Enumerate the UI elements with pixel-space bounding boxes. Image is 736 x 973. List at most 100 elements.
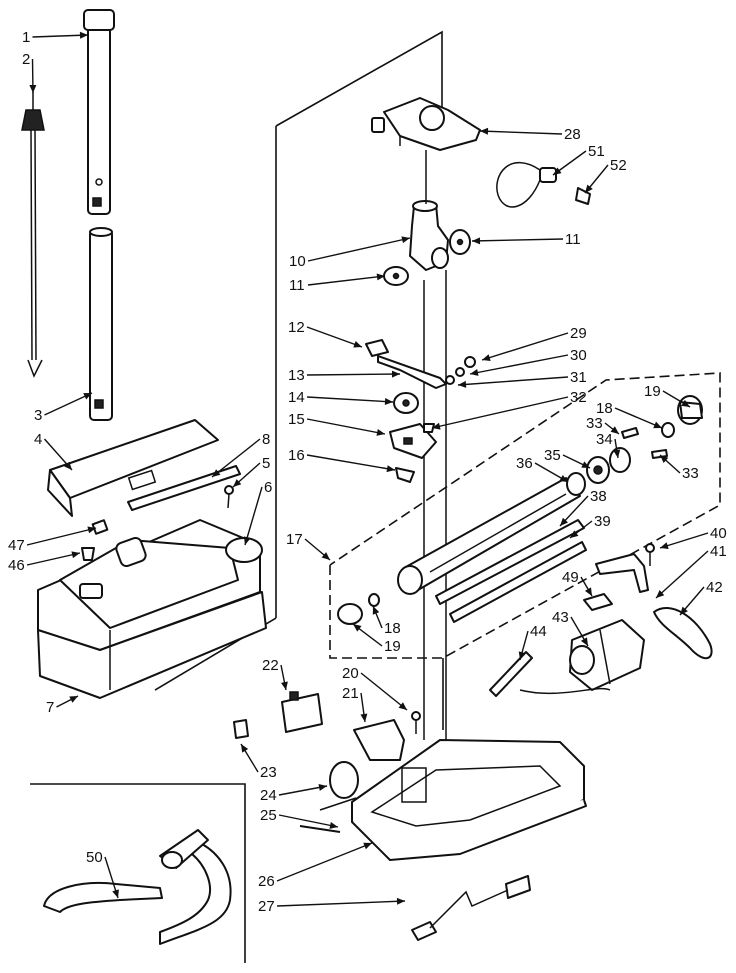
callout-label-18: 18 (596, 400, 613, 417)
leader-line-15 (306, 418, 386, 435)
leader-arrowhead-21 (360, 713, 368, 722)
leader-line-16 (306, 454, 396, 471)
brushroll-end-cap-left (337, 593, 380, 625)
callout-label-7: 7 (46, 699, 54, 716)
callout-label-36: 36 (516, 455, 533, 472)
leader-arrowhead-26 (363, 842, 372, 850)
hood-screw (224, 485, 234, 509)
yoke-wheel-left (383, 266, 409, 286)
leader-arrowhead-23 (241, 744, 249, 753)
callout-label-27: 27 (258, 898, 275, 915)
callout-label-20: 20 (342, 665, 359, 682)
cam-gear (393, 392, 419, 414)
leader-arrowhead-4 (64, 461, 72, 470)
leader-line-41 (655, 550, 709, 599)
brushroll-assembly-frame (329, 372, 721, 659)
leader-line-6 (244, 486, 263, 546)
callout-label-23: 23 (260, 764, 277, 781)
cord-plug (233, 719, 249, 739)
leader-line-10 (307, 237, 411, 262)
callout-label-14: 14 (288, 389, 305, 406)
callout-label-42: 42 (706, 579, 723, 596)
callout-label-13: 13 (288, 367, 305, 384)
leader-arrowhead-3 (83, 393, 92, 400)
hood-body (37, 519, 267, 699)
leader-arrowhead-20 (398, 702, 407, 710)
callout-label-26: 26 (258, 873, 275, 890)
leader-arrowhead-39 (570, 530, 579, 538)
callout-label-39: 39 (594, 513, 611, 530)
callout-labels: 1234567810111112131415161718181919202122… (8, 29, 727, 915)
leader-arrowhead-30 (470, 369, 479, 376)
leader-arrowhead-2 (29, 84, 37, 93)
callout-label-24: 24 (260, 787, 277, 804)
callout-label-31: 31 (570, 369, 587, 386)
callout-label-28: 28 (564, 126, 581, 143)
bearing-assembly (566, 447, 631, 496)
drive-belt (653, 607, 713, 659)
rear-roller (319, 761, 359, 811)
leader-arrowhead-41 (656, 590, 665, 598)
leader-line-24 (278, 785, 328, 796)
leader-line-20 (360, 672, 408, 711)
callout-label-33: 33 (586, 415, 603, 432)
leader-arrowhead-19 (681, 399, 690, 407)
motor-bracket (595, 553, 649, 593)
leader-arrowhead-6 (243, 536, 251, 545)
leader-line-30 (469, 354, 569, 375)
leader-arrowhead-25 (329, 821, 338, 829)
leader-line-27 (276, 900, 406, 907)
leader-line-11 (307, 275, 386, 286)
switch-knob (365, 339, 389, 357)
leader-arrowhead-43 (580, 637, 588, 646)
brush-strip-lower (449, 541, 587, 623)
callout-label-5: 5 (262, 455, 270, 472)
leader-arrowhead-31 (458, 380, 467, 388)
upper-wand-tube (83, 9, 115, 215)
callout-label-33: 33 (682, 465, 699, 482)
leader-arrowhead-33 (610, 426, 619, 434)
leader-arrowhead-13 (391, 370, 400, 378)
callout-label-2: 2 (22, 51, 30, 68)
leader-line-31 (457, 376, 569, 386)
hose-inset-frame (30, 783, 246, 963)
handle-bracket (371, 97, 481, 151)
leader-arrowhead-44 (518, 651, 526, 660)
leader-arrowhead-5 (233, 479, 242, 487)
leader-line-32 (431, 396, 569, 429)
callout-label-17: 17 (286, 531, 303, 548)
leader-arrowhead-52 (585, 184, 593, 193)
hose (43, 829, 232, 945)
leader-arrowhead-19 (353, 624, 362, 632)
callout-label-30: 30 (570, 347, 587, 364)
leader-arrowhead-16 (386, 465, 395, 473)
callout-label-16: 16 (288, 447, 305, 464)
leader-line-25 (278, 814, 339, 828)
leader-arrowhead-11 (376, 273, 385, 281)
leader-line-12 (306, 326, 363, 348)
callout-label-34: 34 (596, 431, 613, 448)
bearing-right (661, 422, 675, 438)
leader-arrowhead-10 (401, 236, 410, 244)
yoke-housing (409, 150, 449, 271)
callout-label-41: 41 (710, 543, 727, 560)
callout-label-8: 8 (262, 431, 270, 448)
leader-arrowhead-1 (79, 31, 88, 39)
leader-arrowhead-46 (71, 551, 80, 559)
switch-pin (411, 711, 421, 734)
yoke-wheel-right (449, 229, 471, 255)
leader-arrowhead-22 (280, 681, 288, 690)
callout-label-35: 35 (544, 447, 561, 464)
switch-plate (395, 467, 415, 483)
leader-arrowhead-28 (480, 127, 489, 135)
leader-arrowhead-29 (482, 354, 491, 361)
leader-arrowhead-14 (384, 398, 393, 406)
leader-line-8 (211, 438, 261, 478)
leader-arrowhead-50 (112, 889, 119, 898)
leader-line-1 (32, 34, 89, 38)
leader-line-40 (659, 532, 709, 549)
callout-label-50: 50 (86, 849, 103, 866)
end-screws (621, 427, 668, 459)
leader-arrowhead-51 (553, 167, 562, 175)
leader-arrowhead-33 (660, 455, 669, 463)
